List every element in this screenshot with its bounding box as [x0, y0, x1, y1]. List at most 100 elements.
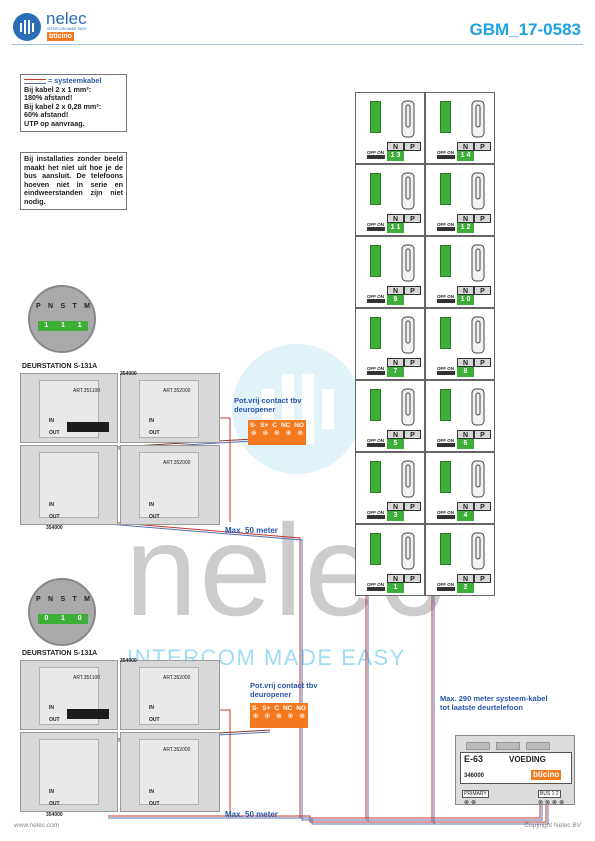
dip-zoom: P N S T M 0 1 0 [28, 578, 96, 646]
phone-col-n: N [387, 430, 404, 439]
terminal-label: S- [249, 422, 257, 429]
phone-col-p: P [404, 502, 421, 511]
terminal-label: S- [251, 705, 259, 712]
brand-name: nelec [46, 9, 87, 28]
phone-address: 8 [457, 367, 474, 377]
brand-tagline: INTERCOM MADE EASY [47, 27, 88, 31]
phone-col-p: P [474, 574, 491, 583]
door-station-title: DEURSTATION S-131A [22, 363, 98, 370]
dip-switch-block: 0 1 0 [38, 614, 88, 624]
phone-col-p: P [404, 430, 421, 439]
phone-terminal-block [440, 101, 451, 133]
dip-value: 1 [61, 615, 65, 622]
phone-col-p: P [474, 502, 491, 511]
power-supply: E-63 VOEDING 346000 bticino PRIMARY BUS … [455, 735, 575, 806]
phone-switch [437, 299, 455, 303]
phone-terminal-block [440, 173, 451, 205]
phone-address: 1 1 [387, 223, 404, 233]
screw-icon: ⊕ [299, 713, 306, 720]
door-station-module: ART.352000 IN OUT [120, 732, 220, 812]
phone-terminal-block [440, 533, 451, 565]
phone-switch-label: OFF ON [437, 222, 454, 227]
phone-switch-label: OFF ON [367, 294, 384, 299]
psu-top-vent [466, 742, 490, 750]
phone-switch-label: OFF ON [367, 582, 384, 587]
footer-url[interactable]: www.nelec.com [14, 822, 60, 829]
pot-contact-label: Pot.vrij contact tbv deuropener [234, 396, 302, 414]
terminal-label: NC [280, 422, 291, 429]
io-out-label: OUT [49, 801, 60, 807]
phone-address: 2 [457, 583, 474, 593]
header-rule [12, 44, 583, 45]
module-art: ART.352000 [163, 460, 191, 466]
module-art: ART.352000 [163, 675, 191, 681]
phone-switch [367, 299, 385, 303]
phone-col-n: N [387, 286, 404, 295]
io-out-label: OUT [49, 430, 60, 436]
phone-switch-label: OFF ON [437, 150, 454, 155]
dip-value: 0 [77, 615, 82, 622]
phone-switch [437, 515, 455, 519]
dip-labels: P N S T M [36, 303, 90, 310]
phone-col-n: N [457, 502, 474, 511]
phone-col-p: P [404, 214, 421, 223]
psu-label: VOEDING [509, 755, 546, 764]
psu-model: E-63 [464, 754, 484, 764]
handset-icon [471, 316, 485, 354]
handset-icon [401, 388, 415, 426]
bus-station2 [108, 805, 547, 823]
dip-label: M [84, 303, 90, 310]
phone-terminal-block [370, 245, 381, 277]
phone-switch [367, 227, 385, 231]
psu-port-left: PRIMARY [462, 790, 489, 798]
phone-switch [437, 227, 455, 231]
io-in-label: IN [49, 418, 54, 424]
psu-top-vent [496, 742, 520, 750]
phone-col-p: P [404, 286, 421, 295]
module-code: 354000 [46, 812, 63, 818]
handset-icon [401, 316, 415, 354]
phone-col-n: N [387, 142, 404, 151]
terminal-labels: S- S+ C NC NO [250, 703, 308, 712]
module-art: ART.351100 [73, 675, 101, 681]
terminal-label: NO [294, 422, 304, 429]
io-in-label: IN [49, 789, 54, 795]
watermark-emblem [232, 344, 362, 474]
phone-switch-label: OFF ON [367, 438, 384, 443]
dip-label: N [48, 303, 54, 310]
screw-icon: ⊕ [274, 430, 280, 437]
psu-top-vent [526, 742, 550, 750]
pot-contact-label: Pot.vrij contact tbv deuropener [250, 681, 318, 699]
terminal-labels: S- S+ C NC NO [248, 420, 306, 429]
phone-switch [437, 371, 455, 375]
io-in-label: IN [149, 789, 154, 795]
phone-col-n: N [457, 214, 474, 223]
phone-terminal-block [440, 245, 451, 277]
phone-address: 6 [457, 439, 474, 449]
door-station-2: P N S T M 0 1 0 DEURSTATION S-131A ART.3… [20, 578, 220, 823]
phone-address: 1 2 [457, 223, 474, 233]
phone-switch [437, 587, 455, 591]
phone-terminal-block [370, 173, 381, 205]
module-code: 354000 [46, 525, 63, 531]
psu-screws: ⊗⊗⊗⊗ [538, 800, 567, 806]
logo-mark-icon [13, 13, 41, 41]
door-station-module: ART.352000 IN OUT [120, 445, 220, 525]
phone-col-n: N [387, 358, 404, 367]
phone-terminal-block [440, 389, 451, 421]
phone-col-n: N [387, 574, 404, 583]
phone-switch-label: OFF ON [367, 150, 384, 155]
phone-terminal-block [440, 461, 451, 493]
psu-port-right: BUS 1 2 [538, 790, 561, 798]
sub-brand: bticino [47, 32, 74, 41]
io-in-label: IN [49, 705, 54, 711]
phone-switch-label: OFF ON [367, 510, 384, 515]
io-in-label: IN [49, 502, 54, 508]
io-out-label: OUT [49, 514, 60, 520]
